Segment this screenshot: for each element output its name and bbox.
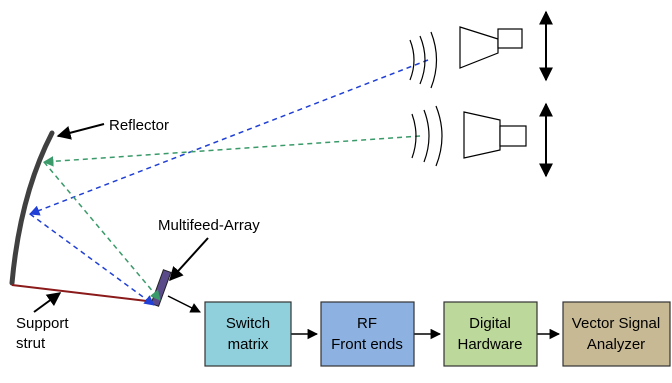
feed-to-switch-arrow [167, 295, 201, 313]
beam-green-incident [42, 135, 421, 167]
switch-matrix-block: Switch matrix [204, 301, 292, 367]
rf-front-ends-line2: Front ends [331, 336, 403, 353]
multifeed-array-label: Multifeed-Array [158, 217, 260, 234]
vector-signal-analyzer-line2: Analyzer [587, 336, 645, 353]
reflector-pointer-arrow [56, 123, 105, 140]
strut-pointer-arrow [33, 292, 62, 313]
rf-front-ends-line1: RF [357, 315, 377, 332]
switch-matrix-line2: matrix [228, 336, 269, 353]
beam-green-reflected [43, 161, 161, 301]
reflector-label: Reflector [109, 117, 169, 134]
switch-matrix-line1: Switch [226, 315, 270, 332]
reflector-dish [9, 130, 55, 286]
support-strut-label-line1: Support [16, 315, 69, 332]
multifeed-array [150, 269, 172, 307]
digital-hardware-line1: Digital [469, 315, 511, 332]
horn-antenna-icon [411, 105, 527, 167]
beam-blue-incident [29, 59, 429, 216]
vector-signal-analyzer-block: Vector Signal Analyzer [562, 301, 671, 367]
support-strut [11, 284, 156, 303]
horn-antenna-icon [409, 26, 523, 89]
digital-hardware-block: Digital Hardware [443, 301, 538, 367]
multifeed-pointer-arrow [169, 237, 209, 282]
vector-signal-analyzer-line1: Vector Signal [572, 315, 660, 332]
support-strut-label-line2: strut [16, 335, 46, 352]
digital-hardware-line2: Hardware [457, 336, 522, 353]
rf-front-ends-block: RF Front ends [320, 301, 415, 367]
beam-blue-reflected [29, 213, 155, 306]
